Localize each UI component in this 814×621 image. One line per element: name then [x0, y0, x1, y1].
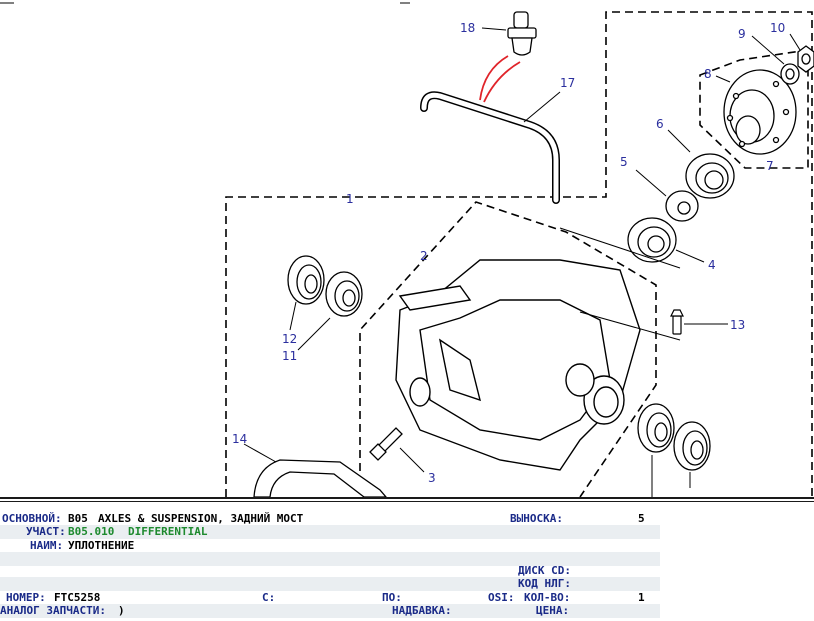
section-value: DIFFERENTIAL — [128, 525, 208, 538]
to-label: ПО: — [382, 591, 402, 604]
callout-17: 17 — [560, 76, 575, 90]
osi-label: OSI: — [488, 591, 515, 604]
surcharge-label: НАДБАВКА: — [392, 604, 452, 617]
nlg-label: КОД НЛГ: — [518, 577, 571, 590]
callout-14: 14 — [232, 432, 247, 446]
info-row-name: НАИМ: УПЛОТНЕНИЕ — [0, 539, 660, 553]
group-outline-housing — [359, 201, 657, 497]
name-value: УПЛОТНЕНИЕ — [68, 539, 135, 552]
group-outline-carrier — [699, 49, 809, 169]
price-label: ЦЕНА: — [536, 604, 570, 617]
main-label: ОСНОВНОЙ: — [2, 512, 62, 525]
carrier-flange — [723, 69, 797, 155]
callout-3: 3 — [428, 471, 436, 485]
callout-10: 10 — [770, 21, 785, 35]
bearing-11 — [325, 271, 363, 317]
callout-13: 13 — [730, 318, 745, 332]
section-label: УЧАСТ: — [26, 525, 66, 538]
nut-10 — [797, 45, 814, 73]
callout-11: 11 — [282, 349, 297, 363]
vent-13 — [670, 309, 684, 335]
name-label: НАИМ: — [30, 539, 64, 552]
breather-valve — [507, 11, 537, 56]
callout-12: 12 — [282, 332, 297, 346]
callout-5: 5 — [620, 155, 628, 169]
number-value: FTC5258 — [54, 591, 101, 604]
disk-label: ДИСК CD: — [518, 564, 571, 577]
bolt-3 — [369, 427, 403, 461]
info-row-blank — [0, 552, 660, 566]
info-row-number: НОМЕР: FTC5258 С: ПО: OSI: КОЛ-ВО: 1 — [0, 591, 660, 605]
qty-value: 1 — [638, 591, 645, 604]
info-row-main: ОСНОВНОЙ: B05 AXLES & SUSPENSION, ЗАДНИЙ… — [0, 512, 660, 526]
callout-7: 7 — [766, 159, 774, 173]
from-label: С: — [262, 591, 276, 604]
callout-2: 2 — [420, 249, 428, 263]
callout-6: 6 — [656, 117, 664, 131]
analog-label: АНАЛОГ ЗАПЧАСТИ: — [0, 604, 106, 617]
differential-housing — [395, 259, 641, 471]
main-value: AXLES & SUSPENSION, ЗАДНИЙ МОСТ — [98, 512, 304, 525]
shim-5 — [665, 190, 699, 222]
seal-12 — [287, 255, 325, 305]
analog-value: ) — [118, 604, 125, 617]
callout-4: 4 — [708, 258, 716, 272]
seal-right — [673, 421, 711, 471]
info-row-section: УЧАСТ: B05.010 DIFFERENTIAL — [0, 525, 660, 539]
divider-line — [0, 501, 814, 502]
diagram-canvas: 1 2 3 4 5 6 7 8 9 10 12 11 13 14 17 18 — [0, 2, 814, 497]
exploded-parts-diagram: 1 2 3 4 5 6 7 8 9 10 12 11 13 14 17 18 — [0, 2, 814, 497]
number-label: НОМЕР: — [6, 591, 46, 604]
red-arrow — [479, 55, 521, 103]
bearing-4 — [627, 217, 677, 263]
qty-label: КОЛ-ВО: — [524, 591, 571, 604]
part-info-panel: ОСНОВНОЙ: B05 AXLES & SUSPENSION, ЗАДНИЙ… — [0, 505, 814, 621]
washer-9 — [780, 63, 800, 85]
divider-line — [0, 497, 814, 499]
bearing-right — [637, 403, 675, 453]
section-code: B05.010 — [68, 525, 115, 538]
callout-1: 1 — [346, 192, 354, 206]
callout-value: 5 — [638, 512, 645, 525]
info-row-disk: ДИСК CD: — [0, 564, 660, 578]
main-code: B05 — [68, 512, 88, 525]
callout-8: 8 — [704, 67, 712, 81]
callout-label: ВЫНОСКА: — [510, 512, 563, 525]
callout-9: 9 — [738, 27, 746, 41]
callout-18: 18 — [460, 21, 475, 35]
seal-6 — [685, 153, 735, 199]
info-row-analog: АНАЛОГ ЗАПЧАСТИ: ) НАДБАВКА: ЦЕНА: — [0, 604, 660, 618]
cover-14 — [253, 459, 387, 497]
group-outline-main — [225, 11, 813, 497]
info-row-nlg: КОД НЛГ: — [0, 577, 660, 591]
